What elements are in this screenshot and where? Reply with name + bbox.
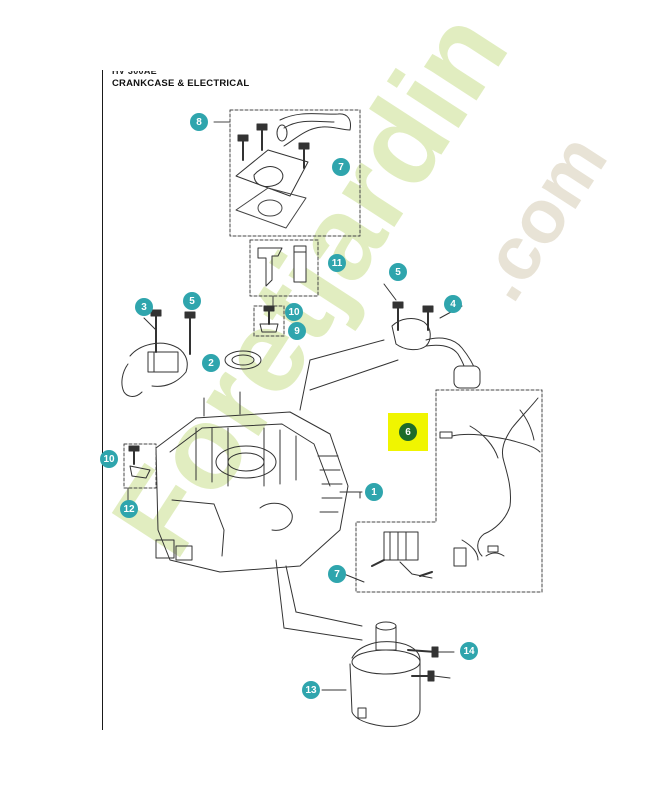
- bolts-group-8: [237, 123, 310, 169]
- callout-10-upper[interactable]: 10: [285, 303, 303, 321]
- governor-parts: [257, 245, 307, 287]
- spark-plug-wire: [383, 283, 481, 389]
- callout-7-lower[interactable]: 7: [328, 565, 346, 583]
- callout-14[interactable]: 14: [460, 642, 478, 660]
- callout-7-upper[interactable]: 7: [332, 158, 350, 176]
- oil-seal: [224, 350, 262, 370]
- part-group-12-frame: [123, 443, 157, 501]
- callout-4[interactable]: 4: [444, 295, 462, 313]
- callout-12[interactable]: 12: [120, 500, 138, 518]
- callout-5-left[interactable]: 5: [183, 292, 201, 310]
- callout-8[interactable]: 8: [190, 113, 208, 131]
- callout-10-lower[interactable]: 10: [100, 450, 118, 468]
- harness-frame: [355, 389, 543, 593]
- breather-hose: [276, 113, 351, 147]
- page-title: CRANKCASE & ELECTRICAL: [112, 78, 250, 89]
- callout-1[interactable]: 1: [365, 483, 383, 501]
- rectifier: [371, 531, 433, 579]
- clip-12: [128, 445, 151, 479]
- part-group-breather-frame: [213, 109, 361, 237]
- callout-3[interactable]: 3: [135, 298, 153, 316]
- part-group-11-frame: [249, 239, 319, 309]
- clamp-9: [259, 305, 279, 333]
- model-name: HV 300AE: [112, 66, 157, 76]
- wiring-harness: [439, 397, 541, 567]
- callout-5-right[interactable]: 5: [389, 263, 407, 281]
- leader-lines: [275, 491, 455, 691]
- callout-6[interactable]: 6: [399, 423, 417, 441]
- crankcase-block: [155, 339, 399, 573]
- gasket: [235, 187, 307, 229]
- callout-2[interactable]: 2: [202, 354, 220, 372]
- title-rule: [102, 70, 103, 730]
- callout-13[interactable]: 13: [302, 681, 320, 699]
- starter-motor: [349, 621, 439, 727]
- ignition-coil: [121, 309, 196, 397]
- callout-9[interactable]: 9: [288, 322, 306, 340]
- callout-11[interactable]: 11: [328, 254, 346, 272]
